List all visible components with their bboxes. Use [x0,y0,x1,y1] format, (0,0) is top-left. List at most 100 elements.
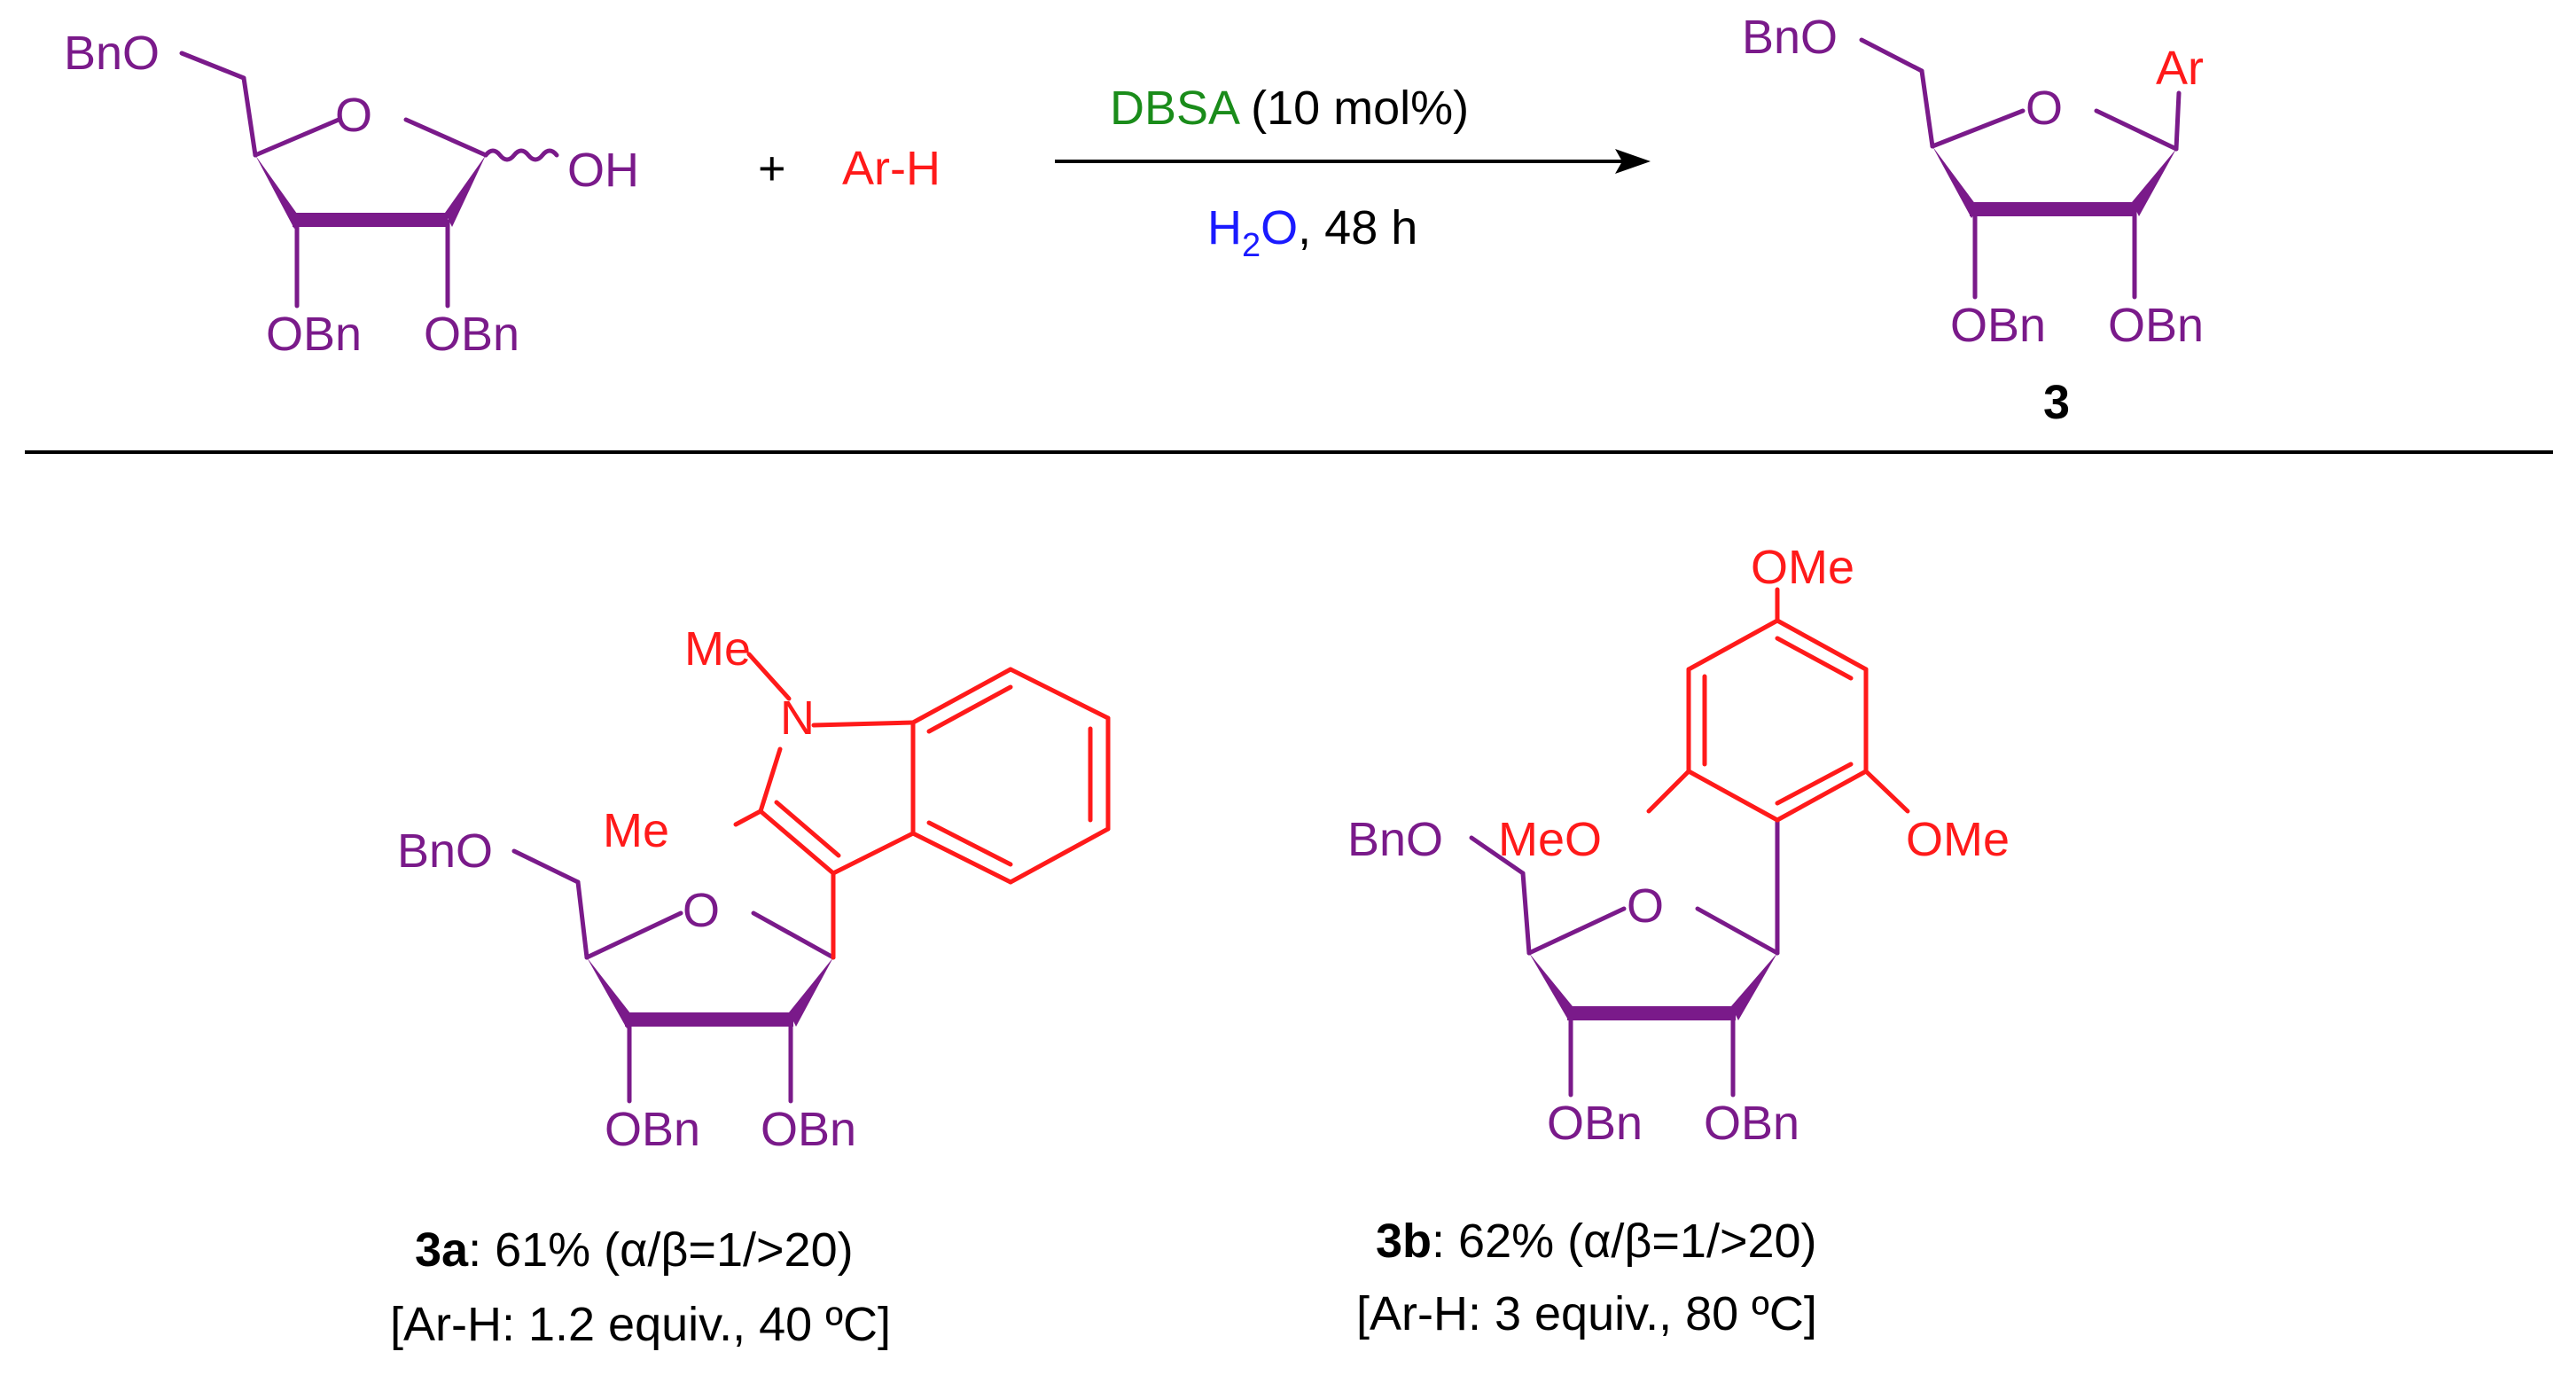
sm-bond-o-ch2 [179,51,246,81]
p3a-bond-nme [746,652,792,701]
arh-reagent: Ar-H [842,142,941,195]
p3a-obn-c2: OBn [761,1103,856,1156]
p3b-bno-label: BnO [1347,813,1443,866]
p3-ar-label: Ar [2156,42,2204,95]
p3a-bond-n-c2 [758,746,783,814]
p3b-wedge-c1-c2 [1731,953,1777,1020]
p3a-bond-o-ch2 [511,848,581,885]
p3b-bond-o-ch2 [1469,835,1526,876]
p3b-bond-c4-o [1526,906,1627,956]
p3b-bond-c6-ome [1863,769,1910,814]
reaction-time: , 48 h [1298,201,1417,254]
arrow-head [1615,149,1651,174]
p3a-bond-n-c7a [811,720,916,728]
sm-obn-c2: OBn [424,308,519,361]
p3a-bond-c7a-c7-inner [926,684,1013,734]
p3a-bond-c2-me [733,809,763,827]
catalyst-name: DBSA [1110,82,1240,135]
p3b-ring-oxygen: O [1627,879,1664,933]
solvent-line: H2O, 48 h [1207,201,1417,264]
p3a-ring-oxygen: O [683,884,720,937]
p3b-ring-c6-c1 [1775,769,1869,823]
p3a-yield: : 61% (α/β=1/>20) [468,1223,854,1277]
solvent-h: H [1207,201,1242,254]
p3-obn-c3: OBn [1950,299,2046,352]
p3a-n-methyl: Me [684,622,751,676]
p3a-compound-id: 3a [415,1223,469,1277]
p3a-bond-c3-c3a [831,831,916,876]
sm-ring-oxygen: O [335,89,372,142]
p3a-bond-o-c1 [751,910,836,960]
p3b-yield-line: 3b: 62% (α/β=1/>20) [1376,1215,1817,1268]
p3-ring-oxygen: O [2026,82,2063,135]
p3b-ome-para: OMe [1751,541,1854,594]
sm-bond-ch2-c4 [241,75,258,158]
p3b-ring-c4-c5-inner [1775,636,1854,681]
p3-wedge-c4-c3 [1932,146,1979,218]
sm-bond-o-c1 [403,117,488,158]
p3b-ring-c6-c1-inner [1775,762,1854,806]
sm-wedge-c1-c2 [445,155,486,227]
p3b-compound-id: 3b [1376,1215,1432,1268]
sm-bold-c3-c2 [293,213,448,227]
p3a-indole-n: N [780,692,815,745]
p3a-yield-line: 3a: 61% (α/β=1/>20) [415,1223,854,1277]
p3a-wedge-c4-c3 [587,957,634,1028]
p3a-bond-c7a-c7 [910,667,1013,725]
p3a-bond-c2-c3 [758,809,836,876]
p3-bond-ch2-c4 [1919,68,1935,149]
solvent-subscript: 2 [1242,227,1261,264]
sm-obn-c3: OBn [266,308,362,361]
p3b-conditions: [Ar-H: 3 equiv., 80 ºC] [1356,1287,1817,1340]
p3a-c-methyl: Me [603,804,669,857]
p3-bond-c1-ar [2174,90,2182,152]
p3-bno-label: BnO [1742,11,1838,64]
p3-compound-number: 3 [2043,376,2070,429]
reaction-arrow [1055,149,1651,174]
p3b-ring-c3-c4 [1686,618,1780,672]
p3a-bond-c2-c3-double [774,800,841,858]
p3-bond-o-c1 [2094,108,2179,152]
p3-bond-o-ch2 [1859,37,1924,74]
catalyst-line: DBSA (10 mol%) [1110,82,1469,135]
product-3a: BnO O OBn OBn Me N Me [397,622,1111,1156]
p3a-bond-c4-o [584,910,683,960]
p3b-bond-c2-ome [1646,769,1691,814]
p3b-ring-c4-c5 [1775,618,1869,672]
sm-wedge-c4-c3 [255,155,301,229]
product-3b: BnO O OBn OBn OMe MeO OMe [1347,541,2010,1150]
sm-bno-label: BnO [64,27,160,80]
plus-sign: + [758,142,786,195]
p3a-bond-ch2-c4 [575,879,589,960]
p3b-bold-c3-c2 [1567,1006,1736,1020]
sm-oh-label: OH [567,144,639,197]
p3b-bond-o-c1 [1695,906,1780,956]
p3b-bond-ch2-c4 [1520,871,1532,956]
p3a-bond-c4-c3a [910,831,1013,885]
p3b-obn-c3: OBn [1547,1097,1643,1150]
p3-obn-c2: OBn [2108,299,2204,352]
p3-bond-c4-o [1930,108,2026,149]
p3a-conditions: [Ar-H: 1.2 equiv., 40 ºC] [390,1298,891,1351]
solvent-o: O [1261,201,1298,254]
p3a-bond-c7-c6 [1008,667,1111,721]
p3a-bond-c4-c3a-inner [926,820,1013,867]
starting-material: BnO O OH OBn OBn [64,27,639,361]
p3-bold-c3-c2 [1970,202,2136,216]
product-general: BnO O Ar OBn OBn 3 [1742,11,2204,429]
catalyst-loading: (10 mol%) [1237,82,1469,135]
p3b-ring-c1-c2 [1686,769,1780,823]
p3a-bno-label: BnO [397,824,493,878]
p3b-ome-ortho-right: OMe [1906,813,2010,866]
p3a-bond-c5-c4 [1008,826,1111,885]
p3a-bold-c3-c2 [625,1012,793,1027]
p3a-obn-c3: OBn [605,1103,700,1156]
sm-bond-c4-o [253,117,341,158]
p3b-yield: : 62% (α/β=1/>20) [1432,1215,1817,1268]
sm-wavy-bond [483,148,559,162]
p3b-ome-ortho-left: MeO [1498,813,1602,866]
p3b-obn-c2: OBn [1704,1097,1799,1150]
p3a-wedge-c1-c2 [789,957,833,1027]
p3b-wedge-c4-c3 [1529,953,1576,1021]
